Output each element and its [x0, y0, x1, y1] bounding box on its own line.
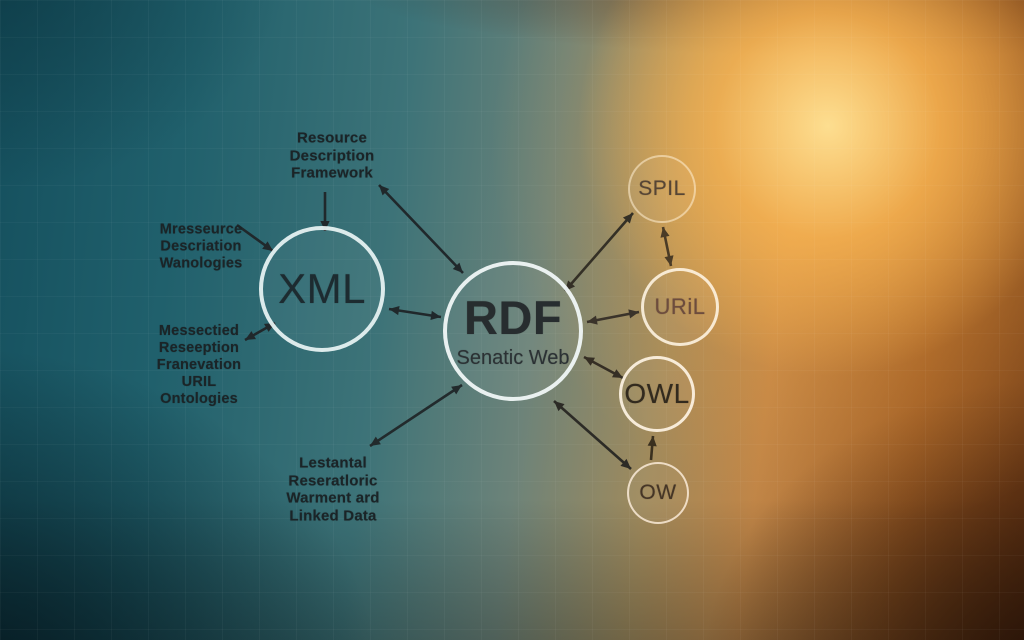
node-spil: SPIL: [628, 155, 696, 223]
node-label: OWL: [624, 378, 690, 410]
arrow-spil-uril: [661, 226, 673, 267]
arrow-rdf-uril-head: [587, 315, 598, 325]
arrow-xml-rdf-head: [389, 305, 400, 316]
node-sublabel: Senatic Web: [456, 347, 570, 370]
label-upper-left-note: Mresseurce Descriation Wanologies: [159, 221, 243, 272]
arrow-rdf-owl-head: [612, 369, 623, 378]
arrow-spil-uril-head: [664, 255, 674, 266]
node-ow: OW: [627, 462, 689, 524]
arrow-rdf-uril: [586, 310, 640, 324]
node-label: URiL: [654, 294, 706, 320]
arrow-rdf-ow-head: [554, 401, 565, 412]
arrow-bottomnote-rdf: [369, 383, 463, 448]
node-owl: OWL: [619, 356, 695, 432]
arrow-rdf-uril-head: [628, 309, 639, 319]
arrow-ow-owl: [649, 435, 655, 461]
arrow-rdf-ow-head: [620, 458, 631, 469]
arrow-framework-rdf-head: [452, 262, 463, 273]
arrow-rdf-spil-head: [622, 213, 633, 224]
node-label: XML: [278, 264, 366, 312]
arrow-rdf-spil: [564, 212, 634, 292]
node-label: SPIL: [638, 176, 686, 200]
arrow-spil-uril-head: [660, 227, 670, 238]
node-label: OW: [639, 480, 677, 504]
node-uril: URiL: [641, 268, 719, 346]
arrow-rdf-owl-head: [584, 357, 595, 366]
arrow-ow-owl-head: [647, 436, 657, 447]
node-xml: XML: [259, 226, 385, 352]
arrow-xml-rdf: [388, 307, 442, 319]
label-resource-description-framework: Resource Description Framework: [289, 129, 375, 182]
arrow-bottomnote-rdf-head: [370, 436, 381, 446]
arrow-rdf-ow: [553, 400, 632, 470]
arrow-bottomnote-rdf-head: [451, 385, 462, 395]
arrow-framework-rdf: [378, 184, 464, 274]
arrow-xml-rdf-head: [430, 310, 441, 321]
arrow-framework-rdf-head: [379, 185, 390, 196]
arrow-xml-lowerleft-note-head: [245, 331, 256, 340]
node-rdf: RDF Senatic Web: [443, 261, 583, 401]
arrow-rdf-owl: [583, 355, 624, 380]
node-label: RDF: [463, 290, 563, 344]
label-bottom-note: Lestantal Reseratloric Warment ard Linke…: [286, 454, 380, 525]
label-lower-left-note: Messectied Reseeption Franevation URIL O…: [156, 323, 242, 408]
